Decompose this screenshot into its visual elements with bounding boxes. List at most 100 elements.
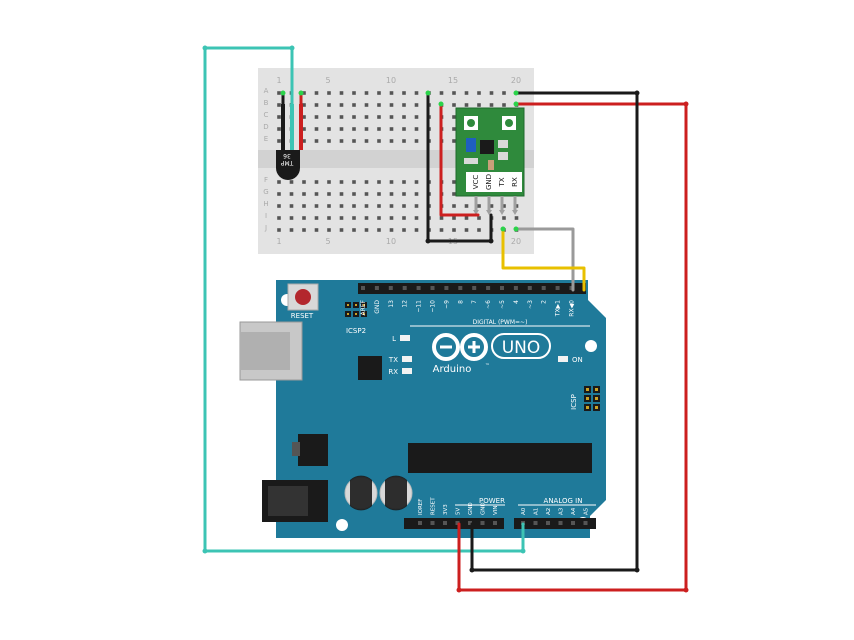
breadboard-hole xyxy=(364,204,369,208)
digital-pin-socket xyxy=(527,286,532,290)
analog-pin-label: A5 xyxy=(584,507,590,515)
wire-endpoint xyxy=(438,101,444,107)
breadboard-hole xyxy=(352,228,356,232)
digital-pin-label: 7 xyxy=(471,300,478,304)
breadboard-hole xyxy=(327,228,331,232)
module-pin-label-gnd: GND xyxy=(485,174,493,190)
breadboard-hole xyxy=(452,91,456,95)
icsp2-header xyxy=(345,302,367,317)
arduino-pcb xyxy=(276,280,606,538)
wire-bend-dot xyxy=(202,548,208,554)
module-legs xyxy=(473,196,518,215)
sensor-label-tmp: TMP xyxy=(280,159,294,166)
column-number-bottom: 5 xyxy=(325,237,330,246)
breadboard-hole xyxy=(302,91,306,95)
power-label: POWER xyxy=(479,497,505,505)
breadboard-hole xyxy=(352,204,356,208)
wire-bend-dot xyxy=(202,45,208,51)
row-letter: B xyxy=(264,99,269,107)
wire-endpoint xyxy=(298,90,304,96)
breadboard-hole xyxy=(339,139,344,143)
breadboard-hole xyxy=(452,103,456,107)
analog-pin-label: A0 xyxy=(521,507,527,515)
breadboard-hole xyxy=(377,139,381,143)
breadboard-hole xyxy=(377,180,381,184)
module-mount-hole xyxy=(505,119,513,127)
breadboard-hole xyxy=(452,228,456,232)
digital-pin-socket xyxy=(472,286,477,290)
breadboard-hole xyxy=(314,91,319,95)
breadboard-hole xyxy=(389,139,394,143)
breadboard-hole xyxy=(489,103,494,107)
wire-endpoint xyxy=(513,90,519,96)
analog-header xyxy=(514,518,596,529)
breadboard-hole xyxy=(414,216,419,220)
breadboard-hole xyxy=(277,216,281,220)
breadboard-hole xyxy=(477,216,481,220)
digital-pin-socket xyxy=(458,286,463,290)
breadboard-hole xyxy=(352,139,356,143)
breadboard-hole xyxy=(464,103,469,107)
module-leg-tip xyxy=(512,210,518,215)
breadboard-hole xyxy=(314,127,319,131)
arduino-logo: UNO Arduino ™ xyxy=(432,333,551,375)
breadboard-hole xyxy=(377,192,381,196)
breadboard-hole xyxy=(314,180,319,184)
wire-yellow-rx xyxy=(501,227,586,292)
breadboard-hole xyxy=(327,204,331,208)
breadboard-hole xyxy=(389,180,394,184)
breadboard-hole xyxy=(402,115,406,119)
row-letter: D xyxy=(263,123,268,131)
breadboard-hole xyxy=(389,127,394,131)
on-led-label: ON xyxy=(572,356,583,364)
wire-bend-dot xyxy=(456,587,462,593)
breadboard-hole xyxy=(327,192,331,196)
breadboard-hole xyxy=(339,204,344,208)
breadboard-hole xyxy=(477,228,481,232)
row-letter: J xyxy=(264,224,267,232)
breadboard-hole xyxy=(402,204,406,208)
breadboard-hole xyxy=(302,127,306,131)
breadboard-hole xyxy=(439,91,444,95)
wire-teal-signal xyxy=(203,46,525,553)
power-pin-socket xyxy=(455,521,460,525)
digital-pin-label: AREF xyxy=(360,299,367,315)
power-header xyxy=(404,518,504,529)
icsp-pin-contact xyxy=(595,388,598,391)
breadboard-hole xyxy=(327,216,331,220)
icsp-pin-contact xyxy=(586,406,589,409)
breadboard-hole xyxy=(302,180,306,184)
breadboard-hole xyxy=(314,216,319,220)
breadboard-hole xyxy=(339,127,344,131)
wires xyxy=(202,45,689,593)
breadboard-hole xyxy=(327,180,331,184)
breadboard-hole xyxy=(452,204,456,208)
breadboard-hole xyxy=(339,180,344,184)
row-letter: C xyxy=(264,111,269,119)
breadboard-hole xyxy=(289,180,294,184)
breadboard-hole xyxy=(302,139,306,143)
analog-pin-socket xyxy=(583,521,588,525)
wire-endpoint xyxy=(500,226,506,232)
breadboard-hole xyxy=(277,115,281,119)
column-number-bottom: 10 xyxy=(386,237,396,246)
breadboard-hole xyxy=(327,115,331,119)
breadboard-hole xyxy=(302,216,306,220)
breadboard-hole xyxy=(452,216,456,220)
breadboard-hole xyxy=(364,115,369,119)
wire-endpoint xyxy=(513,101,519,107)
icsp-pin-contact xyxy=(586,397,589,400)
breadboard-hole xyxy=(477,204,481,208)
icsp2-pin-contact xyxy=(363,304,365,306)
breadboard-hole xyxy=(377,228,381,232)
breadboard-hole xyxy=(339,91,344,95)
breadboard-hole xyxy=(314,115,319,119)
row-letter: G xyxy=(263,188,268,196)
icsp2-pin-contact xyxy=(347,304,349,306)
wire-bend-dot xyxy=(683,101,689,107)
rx-led xyxy=(402,368,412,374)
analog-pin-label: A1 xyxy=(534,508,540,515)
row-letter: A xyxy=(264,87,269,95)
digital-pin-socket xyxy=(374,286,379,290)
